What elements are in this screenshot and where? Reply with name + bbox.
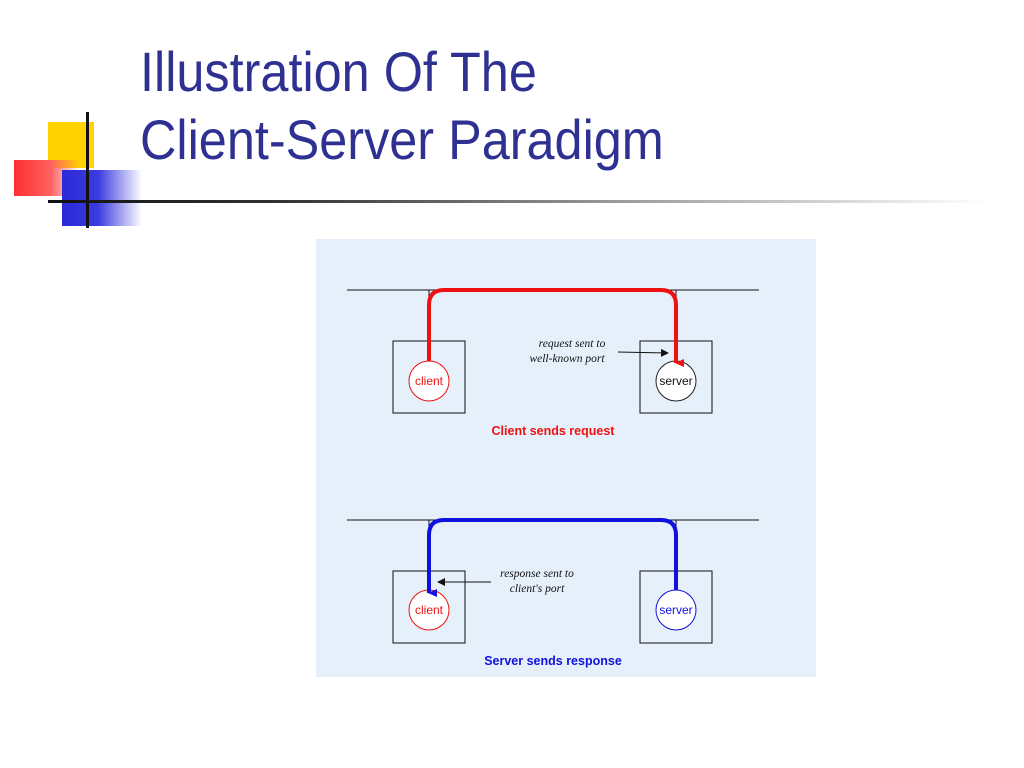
response-caption: Server sends response xyxy=(484,654,622,668)
response-path xyxy=(427,518,678,597)
response-note-line2: client's port xyxy=(510,583,565,595)
decor-blue-square xyxy=(62,170,142,226)
request-caption: Client sends request xyxy=(492,424,616,438)
slide-title: Illustration Of The Client-Server Paradi… xyxy=(140,38,664,174)
client-server-diagram: client server request sent to well-known… xyxy=(316,239,816,677)
request-path xyxy=(427,288,684,367)
request-note-line2: well-known port xyxy=(529,353,605,365)
client-label: client xyxy=(415,374,444,388)
request-note-arrow xyxy=(617,348,669,357)
request-panel: client server request sent to well-known… xyxy=(347,288,759,438)
title-line-2: Client-Server Paradigm xyxy=(140,108,664,171)
response-note-line1: response sent to xyxy=(500,568,574,580)
response-panel: client server response sent to client's … xyxy=(347,518,759,668)
decor-vertical-line xyxy=(86,112,89,228)
title-line-1: Illustration Of The xyxy=(140,40,537,103)
server-label: server xyxy=(659,374,692,388)
client-label: client xyxy=(415,603,444,617)
title-underline xyxy=(48,200,988,203)
request-note-line1: request sent to xyxy=(539,338,606,350)
server-label: server xyxy=(659,603,692,617)
